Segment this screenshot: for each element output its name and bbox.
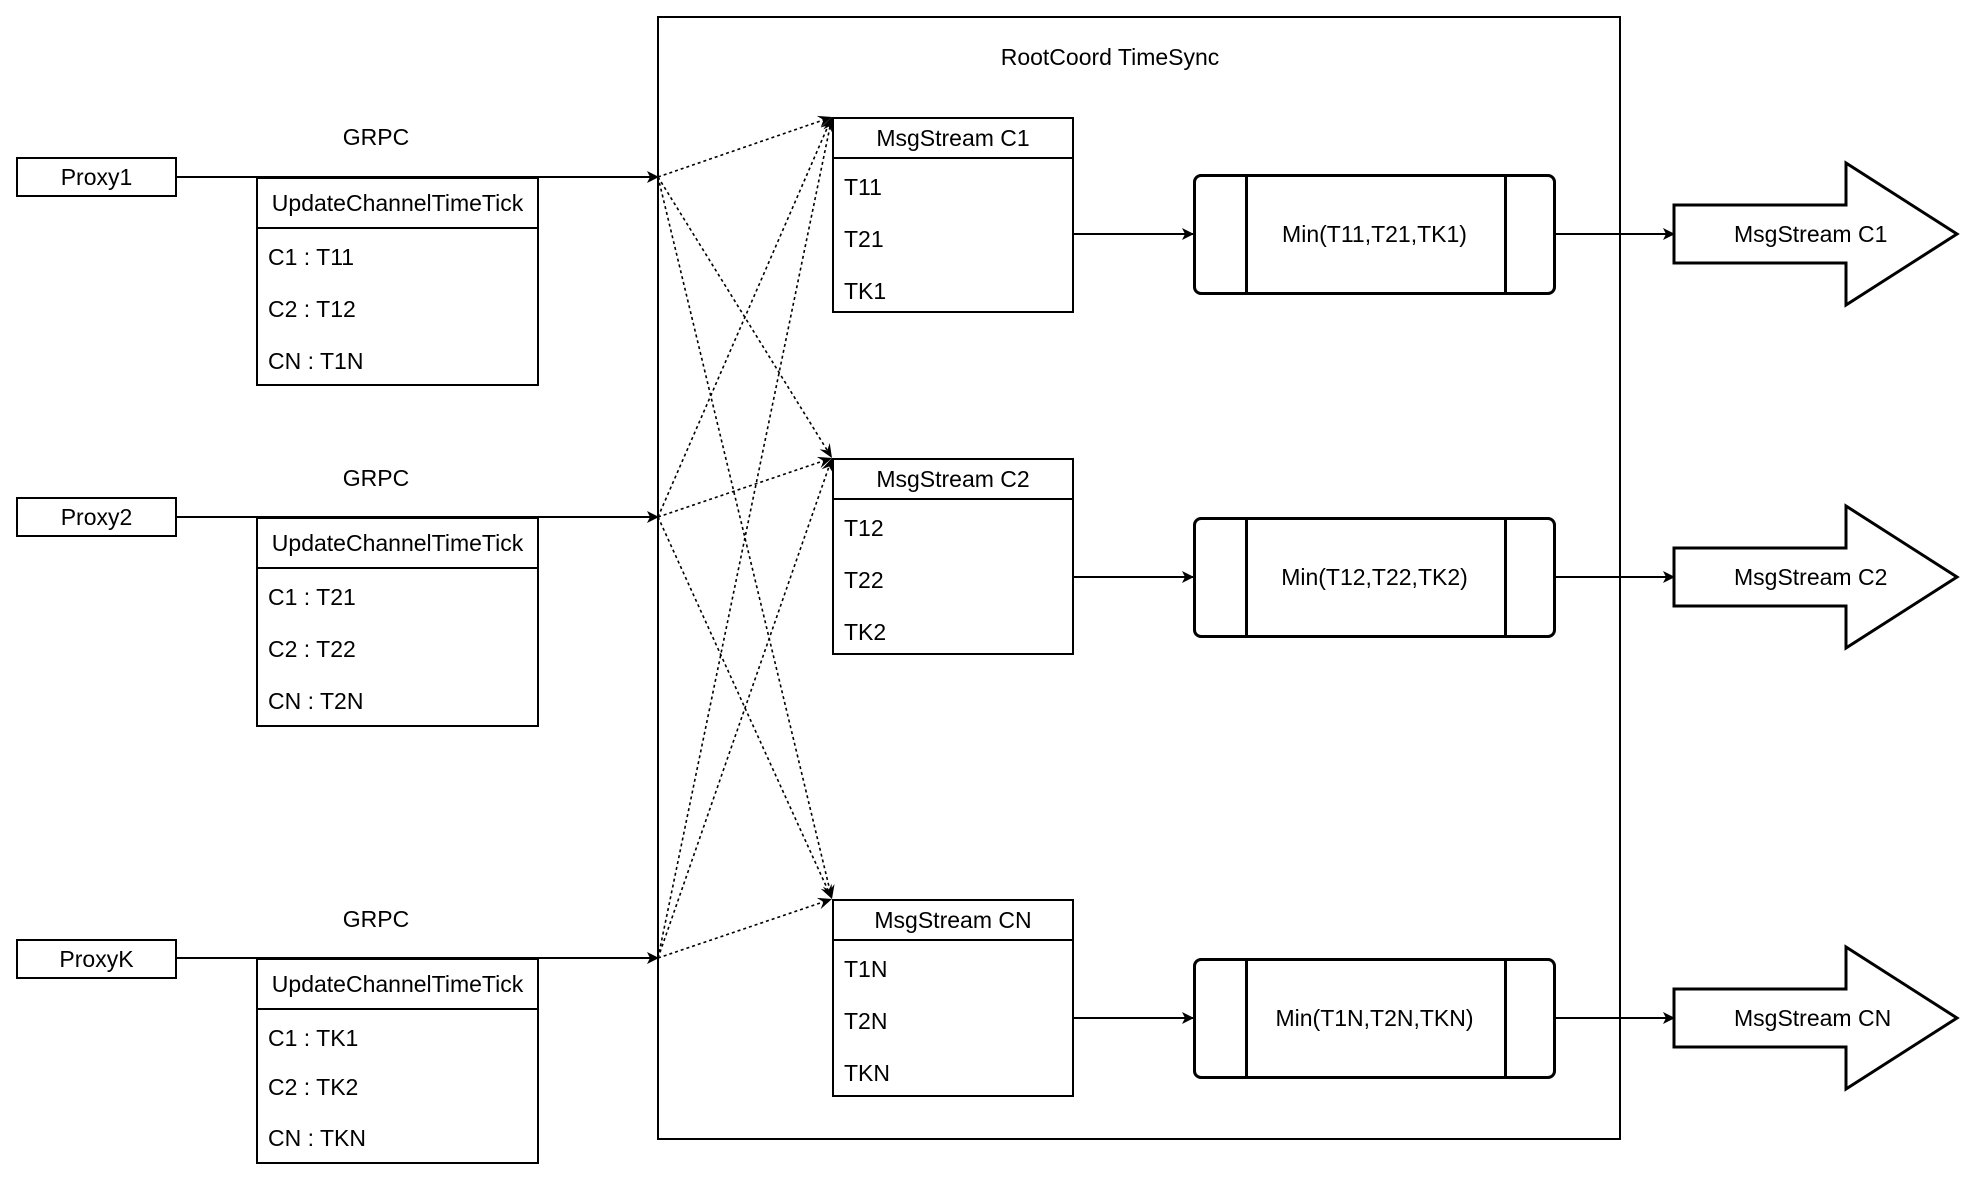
grpc-label-1: GRPC (342, 124, 410, 150)
table-row: C2 : T12 (268, 296, 356, 322)
fanout-line-2-2 (657, 899, 829, 959)
output-label-cn: MsgStream CN (1734, 1005, 1892, 1031)
update-table-k: UpdateChannelTimeTick C1 : TK1 C2 : TK2 … (256, 958, 539, 1164)
list-item: T12 (844, 515, 884, 541)
min-label: Min(T12,T22,TK2) (1281, 564, 1468, 590)
msgstream-c1-buffer[interactable]: MsgStream C1 T11 T21 TK1 (832, 117, 1074, 313)
table-row: C1 : T11 (268, 244, 355, 270)
process-bar-right (1504, 961, 1507, 1076)
process-bar-left (1245, 961, 1248, 1076)
fanout-arrowhead-2-2 (816, 897, 832, 910)
fanout-line-2-1 (657, 461, 832, 959)
update-table-1: UpdateChannelTimeTick C1 : T11 C2 : T12 … (256, 177, 539, 386)
fanout-line-2-0 (657, 120, 832, 959)
msgstream-title: MsgStream CN (834, 901, 1072, 941)
fanout-connectors (657, 115, 836, 959)
list-item: T11 (844, 174, 882, 200)
fanout-arrowhead-2-1 (821, 458, 834, 474)
process-bar-left (1245, 520, 1248, 635)
msgstream-cn-buffer[interactable]: MsgStream CN T1N T2N TKN (832, 899, 1074, 1097)
table-row: C1 : T21 (268, 584, 356, 610)
output-arrow-c2 (1672, 503, 1960, 651)
output-label-c1: MsgStream C1 (1734, 221, 1888, 247)
update-table-title: UpdateChannelTimeTick (258, 960, 537, 1010)
table-row: C2 : T22 (268, 636, 356, 662)
msgstream-title: MsgStream C1 (834, 119, 1072, 159)
process-bar-left (1245, 177, 1248, 292)
fanout-arrowhead-0-1 (819, 442, 832, 458)
table-row: CN : T2N (268, 688, 364, 714)
min-process-c2[interactable]: Min(T12,T22,TK2) (1193, 517, 1556, 638)
fanout-line-0-1 (657, 176, 831, 456)
fanout-line-1-0 (657, 120, 832, 518)
msgstream-c2-buffer[interactable]: MsgStream C2 T12 T22 TK2 (832, 458, 1074, 655)
list-item: T1N (844, 956, 888, 982)
grpc-label-k: GRPC (342, 906, 410, 932)
list-item: TK1 (844, 278, 887, 304)
list-item: T21 (844, 226, 884, 252)
proxy-1[interactable]: Proxy1 (16, 157, 177, 197)
grpc-label-2: GRPC (342, 465, 410, 491)
output-arrow-cn (1672, 944, 1960, 1092)
table-row: CN : T1N (268, 348, 364, 374)
update-table-title: UpdateChannelTimeTick (258, 519, 537, 569)
fanout-line-1-1 (657, 458, 829, 518)
rootcoord-title: RootCoord TimeSync (1000, 44, 1220, 70)
proxy-k[interactable]: ProxyK (16, 939, 177, 979)
proxy-2[interactable]: Proxy2 (16, 497, 177, 537)
fanout-arrowhead-1-2 (820, 883, 832, 899)
fanout-arrowhead-0-0 (816, 115, 832, 128)
update-table-title: UpdateChannelTimeTick (258, 179, 537, 229)
table-row: C1 : TK1 (268, 1025, 359, 1051)
process-bar-right (1504, 177, 1507, 292)
min-process-c1[interactable]: Min(T11,T21,TK1) (1193, 174, 1556, 295)
min-label: Min(T1N,T2N,TKN) (1275, 1005, 1474, 1031)
min-process-cn[interactable]: Min(T1N,T2N,TKN) (1193, 958, 1556, 1079)
fanout-arrowhead-1-1 (816, 456, 832, 469)
table-row: C2 : TK2 (268, 1074, 359, 1100)
fanout-line-0-0 (657, 117, 829, 178)
process-bar-right (1504, 520, 1507, 635)
update-table-2: UpdateChannelTimeTick C1 : T21 C2 : T22 … (256, 517, 539, 727)
fanout-arrowhead-1-0 (820, 117, 832, 133)
fanout-line-1-2 (657, 516, 832, 896)
min-label: Min(T11,T21,TK1) (1282, 221, 1467, 247)
list-item: T2N (844, 1008, 888, 1034)
output-label-c2: MsgStream C2 (1734, 564, 1888, 590)
list-item: TK2 (844, 619, 887, 645)
output-arrow-c1 (1672, 160, 1960, 308)
list-item: TKN (844, 1060, 890, 1086)
list-item: T22 (844, 567, 884, 593)
msgstream-title: MsgStream C2 (834, 460, 1072, 500)
table-row: CN : TKN (268, 1125, 366, 1151)
